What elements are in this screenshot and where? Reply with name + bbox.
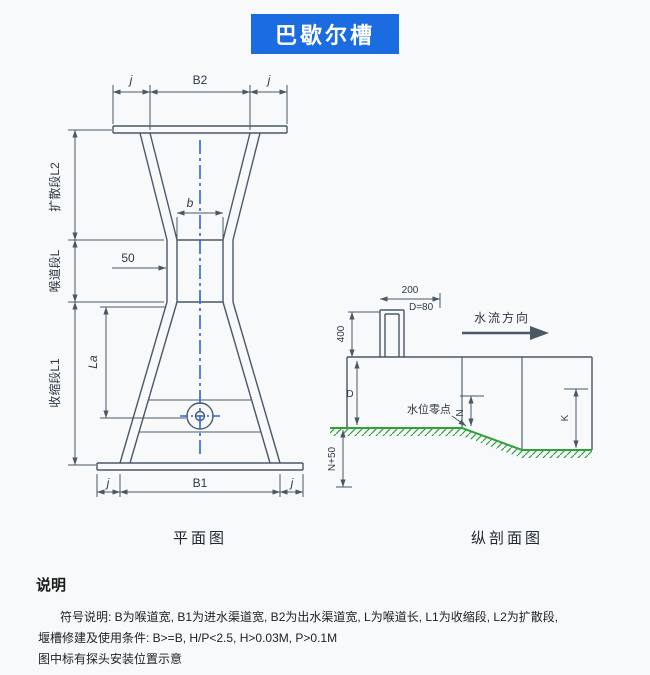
label-flow-direction: 水流方向 [474, 310, 530, 325]
plan-top-flange [112, 125, 288, 134]
floor-hatch-left [330, 428, 462, 436]
label-d80: D=80 [409, 302, 434, 313]
plan-view-caption: 平面图 [173, 530, 227, 547]
section-view [346, 309, 593, 450]
label-j-top-left: j [128, 73, 133, 87]
label-k: K [560, 414, 571, 421]
label-j-top-right: j [266, 73, 271, 87]
flow-arrow-head [530, 326, 549, 340]
water-zero-leader [451, 415, 467, 427]
label-j-bot-right: j [289, 476, 294, 490]
plan-diffuser-walls [139, 132, 261, 241]
plan-bottom-ext-lines [96, 474, 304, 497]
notes-line-probe: 图中标有探头安装位置示意 [38, 652, 183, 666]
label-b: b [187, 196, 194, 210]
label-b1: B1 [193, 476, 208, 490]
flow-direction-arrow [462, 326, 549, 340]
plan-converging-walls [119, 301, 281, 464]
section-view-caption: 纵剖面图 [471, 530, 543, 547]
label-section-l1: 收缩段L1 [47, 358, 62, 408]
b-ext-lines [176, 217, 224, 242]
page-title: 巴歇尔槽 [250, 14, 400, 54]
notes-heading: 说明 [36, 577, 67, 594]
plan-left-ext-lines [68, 129, 164, 466]
label-la: La [86, 355, 100, 369]
label-n-plus-50: N+50 [327, 446, 338, 471]
floor-hatch-right [522, 450, 592, 458]
label-400: 400 [336, 325, 347, 342]
label-b2: B2 [193, 73, 208, 87]
plan-top-ext-lines [112, 85, 288, 130]
label-section-l2: 扩散段L2 [47, 162, 62, 212]
label-j-bot-left: j [105, 476, 110, 490]
notes-line-symbols: 符号说明: B为喉道宽, B1为进水渠道宽, B2为出水渠道宽, L为喉道长, … [60, 610, 559, 624]
plan-bottom-flange [96, 462, 304, 471]
la-ext-lines [100, 306, 186, 419]
plan-dimensions [68, 85, 304, 497]
probe-pipe [379, 309, 405, 357]
label-water-zero: 水位零点 [407, 402, 451, 416]
label-200: 200 [402, 285, 419, 296]
plan-throat-walls [166, 239, 234, 303]
notes-line-conditions: 堰槽修建及使用条件: B>=B, H/P<2.5, H>0.03M, P>0.1… [38, 631, 338, 645]
label-section-l: 喉道段L [47, 249, 62, 292]
floor-hatch-slope [462, 428, 522, 458]
label-50: 50 [121, 251, 135, 265]
label-n: N [455, 409, 466, 416]
section-inner-walls [461, 357, 523, 450]
label-d: D [346, 389, 353, 400]
section-dimensions [336, 293, 588, 488]
notes-section: 说明 符号说明: B为喉道宽, B1为进水渠道宽, B2为出水渠道宽, L为喉道… [0, 574, 650, 669]
